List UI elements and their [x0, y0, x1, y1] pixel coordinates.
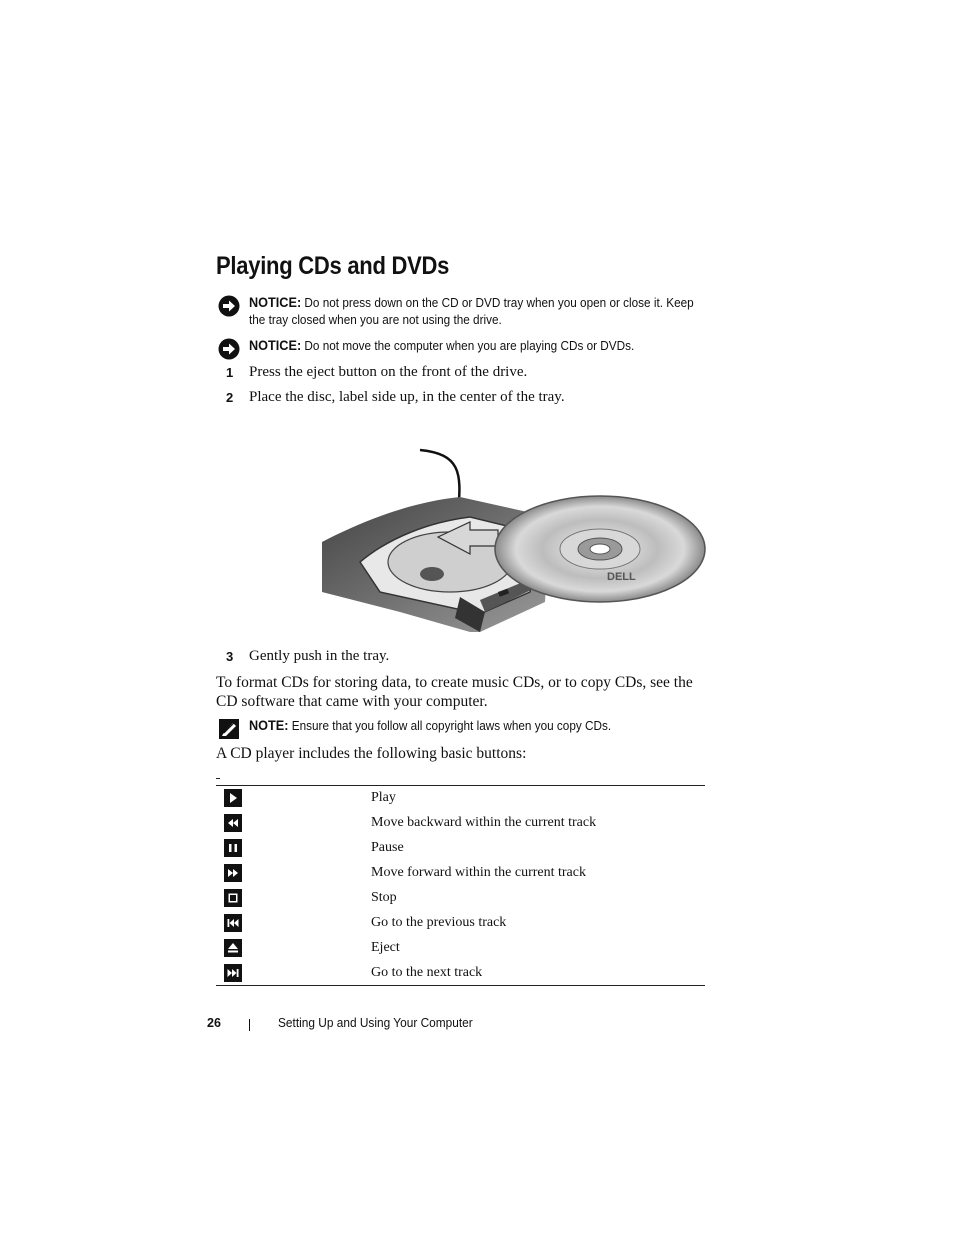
button-description: Move forward within the current track: [371, 865, 586, 880]
button-description: Pause: [371, 840, 404, 855]
note-text: Ensure that you follow all copyright law…: [288, 719, 612, 733]
table-marker: [216, 778, 220, 779]
footer-section-title: Setting Up and Using Your Computer: [278, 1016, 473, 1030]
button-description: Eject: [371, 940, 400, 955]
disc-brand-label: DELL: [607, 571, 636, 583]
next-track-icon: [224, 964, 242, 982]
step-text: Gently push in the tray.: [249, 648, 390, 664]
step-text: Place the disc, label side up, in the ce…: [249, 389, 565, 405]
notice-label: NOTICE:: [249, 295, 302, 310]
button-table: Play Move backward within the current tr…: [216, 785, 705, 986]
button-description: Go to the next track: [371, 965, 483, 980]
button-description: Move backward within the current track: [371, 815, 597, 830]
eject-icon: [224, 939, 242, 957]
paragraph-buttons: A CD player includes the following basic…: [216, 745, 527, 762]
notice-text: Do not press down on the CD or DVD tray …: [249, 296, 694, 327]
paragraph-format: To format CDs for storing data, to creat…: [216, 674, 693, 710]
cd-tray-illustration: DELL: [322, 448, 706, 632]
note-label: NOTE:: [249, 718, 289, 733]
table-row: Play: [216, 788, 705, 813]
footer-separator: [249, 1019, 250, 1031]
stop-icon: [224, 889, 242, 907]
table-row: Go to the previous track: [216, 913, 705, 938]
table-row: Move forward within the current track: [216, 863, 705, 888]
note-pencil-icon: [219, 719, 239, 739]
notice-text: Do not move the computer when you are pl…: [301, 339, 635, 353]
previous-track-icon: [224, 914, 242, 932]
table-row: Eject: [216, 938, 705, 963]
page-number: 26: [207, 1016, 221, 1030]
table-row: Move backward within the current track: [216, 813, 705, 838]
table-row: Go to the next track: [216, 963, 705, 988]
pause-icon: [224, 839, 242, 857]
button-description: Play: [371, 790, 396, 805]
play-icon: [224, 789, 242, 807]
rewind-icon: [224, 814, 242, 832]
step-number: 3: [226, 649, 234, 664]
button-description: Go to the previous track: [371, 915, 507, 930]
page-title: Playing CDs and DVDs: [216, 252, 450, 280]
table-row: Stop: [216, 888, 705, 913]
notice-label: NOTICE:: [249, 338, 302, 353]
step-text: Press the eject button on the front of t…: [249, 364, 528, 380]
button-description: Stop: [371, 890, 397, 905]
fast-forward-icon: [224, 864, 242, 882]
step-number: 1: [226, 365, 234, 380]
notice-arrow-icon: [218, 338, 240, 360]
table-row: Pause: [216, 838, 705, 863]
notice-arrow-icon: [218, 295, 240, 317]
step-number: 2: [226, 390, 234, 405]
